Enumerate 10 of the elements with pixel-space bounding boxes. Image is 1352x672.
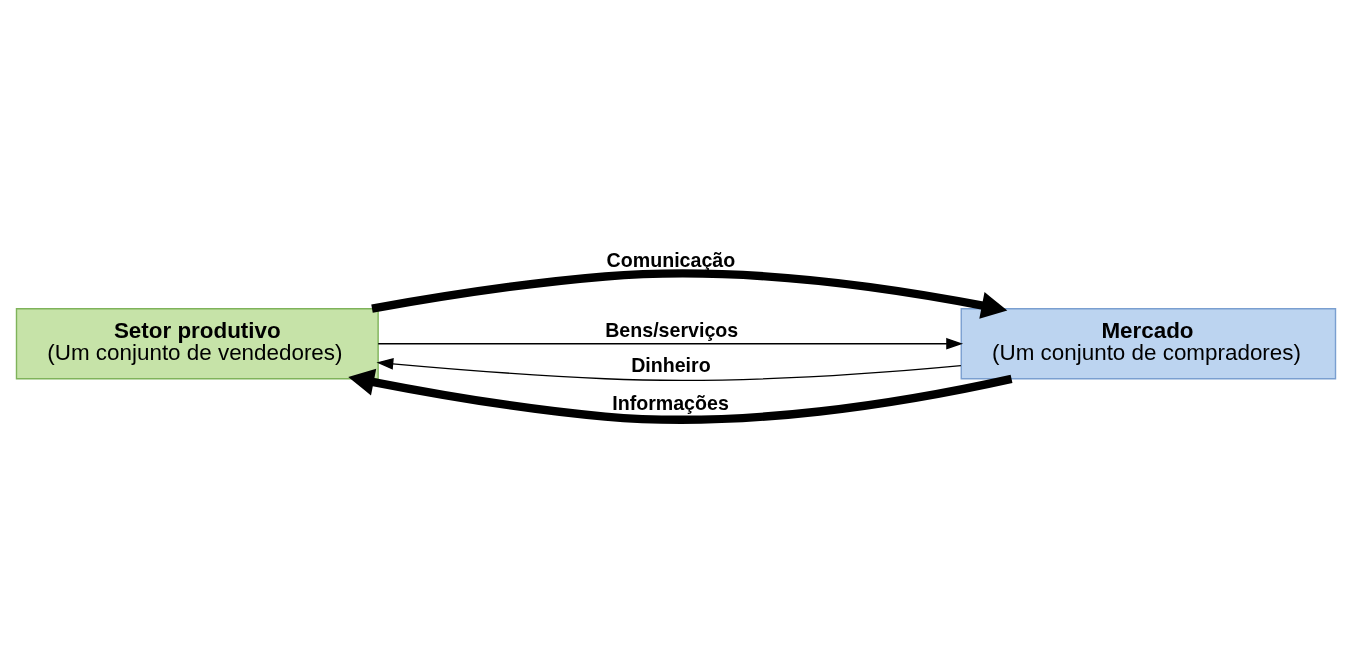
arrow: [371, 268, 1008, 319]
edge-label: Dinheiro: [631, 353, 711, 376]
node-box: Mercado (Um conjunto de compradores): [960, 307, 1337, 379]
node-box: Setor produtivo (Um conjunto de vendedores): [15, 307, 379, 379]
arrow: [348, 368, 1013, 424]
arrow: [376, 357, 962, 381]
edge-label: Informações: [612, 391, 729, 414]
arrow: [377, 337, 964, 350]
edge-label: Comunicação: [606, 248, 736, 271]
edge-label: Bens/serviços: [605, 318, 739, 341]
